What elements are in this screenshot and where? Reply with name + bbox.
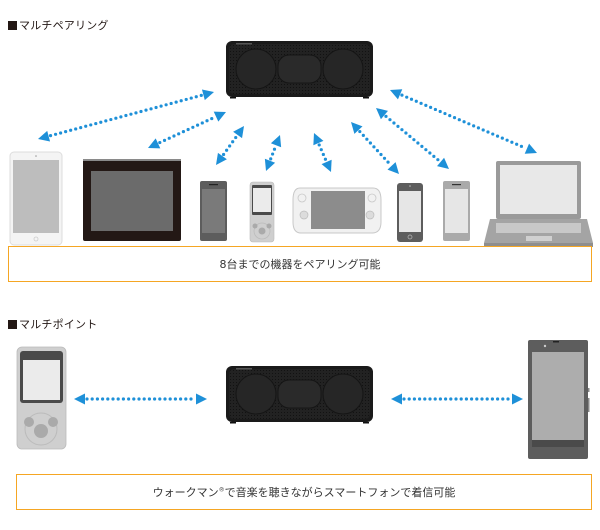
arrowhead-icon: [390, 89, 403, 100]
square-bullet-icon: [8, 21, 17, 30]
arrowhead-icon: [233, 126, 244, 139]
multipoint-arrow-right: [391, 393, 523, 405]
speaker-top: [225, 40, 374, 99]
arrowhead-icon: [437, 157, 449, 169]
tablet-black-icon: [83, 159, 181, 241]
multipoint-arrows: [74, 393, 523, 405]
pairing-arrow-7: [376, 108, 449, 169]
caption-multipoint: ウォークマン®で音楽を聴きながらスマートフォンで着信可能: [16, 474, 592, 510]
arrowhead-icon: [512, 393, 523, 405]
laptop-icon: [484, 161, 593, 247]
arrowhead-icon: [148, 138, 161, 149]
arrowhead-icon: [321, 159, 332, 172]
caption-text: ウォークマン®で音楽を聴きながらスマートフォンで着信可能: [152, 486, 456, 499]
pairing-arrow-6: [351, 122, 399, 174]
walkman-large-icon: [16, 346, 67, 450]
section-title-multipairing: マルチペアリング: [8, 17, 109, 33]
arrowhead-icon: [387, 162, 399, 174]
arrowhead-icon: [264, 158, 276, 171]
arrowhead-icon: [391, 393, 402, 405]
tablet-white-icon: [9, 151, 63, 246]
arrowhead-icon: [351, 122, 363, 134]
speaker-bottom: [225, 365, 374, 424]
arrowhead-icon: [38, 130, 51, 142]
section-title-multipoint: マルチポイント: [8, 316, 97, 332]
multipoint-arrow-left: [74, 393, 207, 405]
pairing-arrows: [38, 89, 537, 174]
smartphone-large-icon: [528, 340, 590, 459]
smartphone-light-icon: [443, 181, 470, 241]
arrowhead-icon: [216, 152, 227, 165]
caption-multipairing: 8台までの機器をペアリング可能: [8, 246, 592, 282]
smartphone-dark-icon: [200, 181, 227, 241]
pairing-arrow-3: [216, 126, 244, 165]
arrowhead-icon: [74, 393, 85, 405]
arrowhead-icon: [201, 89, 214, 101]
pairing-arrow-1: [38, 89, 214, 142]
pairing-arrow-4: [264, 135, 282, 171]
iphone-dark-icon: [397, 183, 423, 242]
pairing-arrow-8: [390, 89, 537, 154]
square-bullet-icon: [8, 320, 17, 329]
walkman-icon: [249, 181, 275, 243]
arrowhead-icon: [376, 108, 388, 120]
pairing-arrow-2: [148, 111, 226, 149]
arrowhead-icon: [270, 135, 282, 148]
pairing-arrow-5: [313, 133, 332, 172]
arrowhead-icon: [524, 143, 537, 154]
arrowhead-icon: [213, 111, 226, 122]
game-console-icon: [292, 187, 382, 234]
arrowhead-icon: [313, 133, 324, 146]
arrowhead-icon: [196, 393, 207, 405]
